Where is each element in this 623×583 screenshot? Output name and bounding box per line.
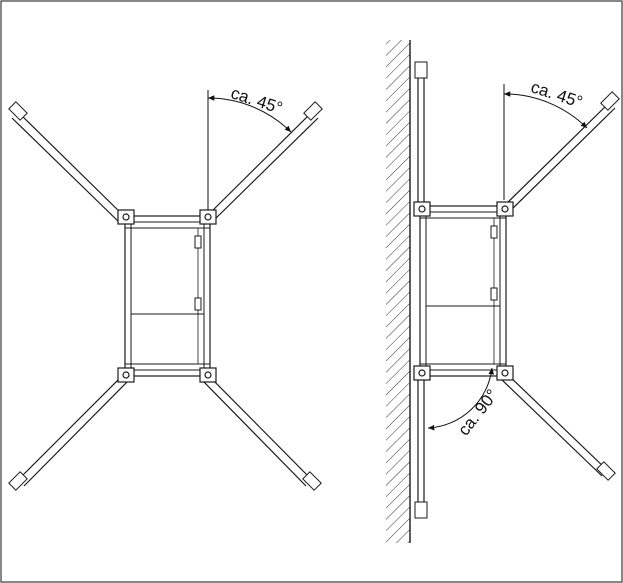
- left-leg-top-right: [204, 101, 323, 225]
- right-angle-label-bottom: ca. 90°: [454, 386, 502, 440]
- right-angle-arc-top: [503, 91, 588, 129]
- left-view: ca. 45°: [8, 83, 323, 491]
- right-angle-arc-bottom: [427, 367, 495, 431]
- left-corner-brackets: [117, 209, 217, 383]
- right-wall-leg-top: [414, 61, 428, 208]
- right-wall-leg-bottom: [414, 378, 428, 519]
- left-leg-bottom-left: [8, 373, 130, 491]
- left-angle-label: ca. 45°: [229, 83, 285, 117]
- wall: [386, 40, 411, 543]
- right-frame-body: [419, 205, 507, 377]
- left-frame-body: [124, 215, 211, 377]
- left-leg-top-left: [8, 101, 127, 225]
- right-view: ca. 45° ca. 90°: [386, 40, 620, 543]
- right-leg-top: [501, 91, 620, 215]
- right-corner-brackets: [413, 201, 514, 381]
- right-leg-bottom: [499, 371, 616, 481]
- left-angle-arc: [207, 95, 292, 133]
- left-leg-bottom-right: [201, 373, 322, 491]
